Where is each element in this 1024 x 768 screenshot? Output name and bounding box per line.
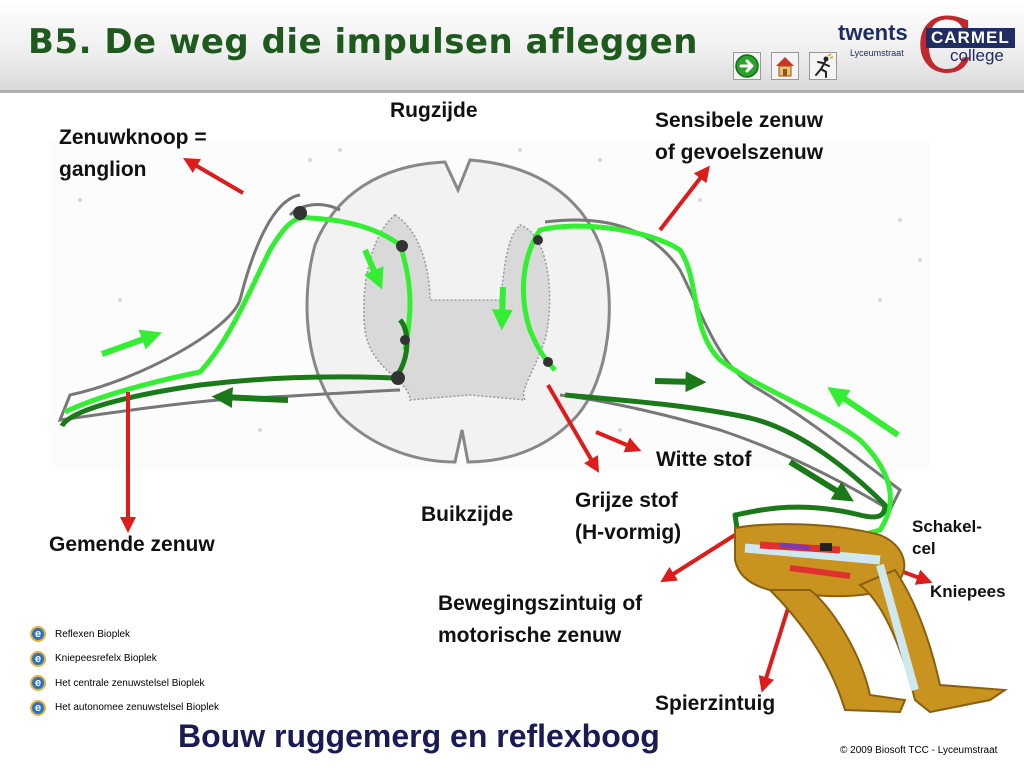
right-nerve-roots bbox=[544, 218, 902, 513]
internet-explorer-icon: e bbox=[30, 699, 46, 716]
neuron-cell-bodies bbox=[293, 206, 553, 385]
internet-explorer-icon: e bbox=[30, 626, 46, 643]
label-gevoelszenuw: of gevoelszenuw bbox=[655, 141, 824, 164]
label-bewegingszintuig: Bewegingszintuig of bbox=[438, 592, 643, 615]
school-logo: twents C CARMEL college Lyceumstraat bbox=[830, 6, 1020, 86]
internet-explorer-icon: e bbox=[30, 650, 46, 667]
logo-subtitle: Lyceumstraat bbox=[850, 48, 904, 58]
leg-illustration bbox=[734, 523, 1008, 714]
link-label[interactable]: Het centrale zenuwstelsel Bioplek bbox=[55, 677, 205, 689]
link-label[interactable]: Reflexen Bioplek bbox=[55, 628, 131, 640]
label-witte-stof: Witte stof bbox=[656, 448, 752, 471]
link-item[interactable]: e Kniepeesrefelx Bioplek bbox=[30, 647, 219, 672]
signal-direction-arrows bbox=[100, 248, 900, 502]
link-item[interactable]: e Het autonomee zenuwstelsel Bioplek bbox=[30, 696, 219, 721]
copyright: © 2009 Biosoft TCC - Lyceumstraat bbox=[840, 745, 998, 756]
label-schakel: Schakel- bbox=[912, 517, 982, 536]
label-cel: cel bbox=[912, 539, 936, 558]
exit-figure-icon[interactable] bbox=[809, 52, 837, 80]
label-pointer-arrows bbox=[120, 157, 933, 693]
label-sensibele-zenuw: Sensibele zenuw bbox=[655, 109, 824, 132]
internet-explorer-icon: e bbox=[30, 675, 46, 692]
grey-matter bbox=[363, 214, 551, 401]
next-arrow-icon[interactable] bbox=[733, 52, 761, 80]
label-rugzijde: Rugzijde bbox=[390, 99, 478, 122]
label-zenuwknoop: Zenuwknoop = bbox=[59, 126, 207, 149]
label-spierzintuig: Spierzintuig bbox=[655, 692, 776, 715]
left-nerve-roots bbox=[57, 193, 401, 422]
label-kniepees: Kniepees bbox=[930, 582, 1006, 601]
bottom-title: Bouw ruggemerg en reflexboog bbox=[178, 718, 660, 754]
slide-header: B5. De weg die impulsen afleggen twents … bbox=[0, 0, 1024, 93]
link-item[interactable]: e Het centrale zenuwstelsel Bioplek bbox=[30, 671, 219, 696]
label-ganglion: ganglion bbox=[59, 158, 147, 181]
label-gemende-zenuw: Gemende zenuw bbox=[49, 533, 215, 556]
logo-college: college bbox=[950, 46, 1004, 65]
label-motorische-zenuw: motorische zenuw bbox=[438, 624, 622, 647]
bioplek-links: e Reflexen Bioplek e Kniepeesrefelx Biop… bbox=[30, 622, 219, 720]
label-h-vormig: (H-vormig) bbox=[575, 521, 682, 544]
motor-pathway bbox=[59, 318, 888, 536]
logo-twents: twents bbox=[838, 20, 908, 45]
label-grijze-stof: Grijze stof bbox=[575, 489, 678, 512]
link-item[interactable]: e Reflexen Bioplek bbox=[30, 622, 219, 647]
link-label[interactable]: Het autonomee zenuwstelsel Bioplek bbox=[55, 702, 219, 714]
home-icon[interactable] bbox=[771, 52, 799, 80]
link-label[interactable]: Kniepeesrefelx Bioplek bbox=[55, 653, 157, 665]
logo-carmel: CARMEL bbox=[926, 28, 1015, 48]
slide-title: B5. De weg die impulsen afleggen bbox=[28, 22, 698, 62]
sensory-pathway bbox=[63, 214, 893, 549]
label-buikzijde: Buikzijde bbox=[421, 503, 514, 526]
